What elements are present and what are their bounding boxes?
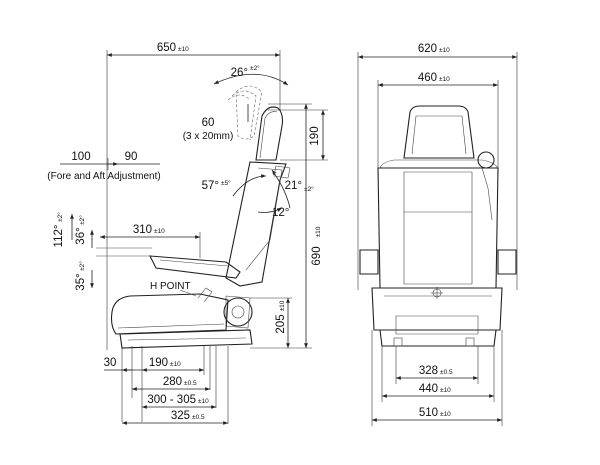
armrest-up-value: 112° (53, 225, 65, 248)
recline-angle-value: 26° (231, 67, 248, 79)
rail-300-tol: ±10 (198, 398, 209, 405)
front-view: 620 ±10 460 ±10 (357, 43, 518, 426)
headrest-adjust-value: 60 (202, 117, 215, 129)
back-angle-3-value: 12° (272, 207, 289, 219)
dim-armrest-angles: 112° ±2° 36° ±2° 35° ±2° (53, 212, 152, 291)
recline-angle-tol: ±2° (250, 64, 260, 72)
side-view: 650 ±10 26° ±2° 60 (3 x 20mm) 190 (47, 42, 328, 425)
overall-width-value: 620 (418, 43, 437, 55)
rail-280-value: 280 (163, 376, 182, 388)
dim-overall-depth: 650 ±10 (106, 42, 281, 350)
back-angle-2-tol: ±2° (304, 185, 314, 193)
rail-325-value: 325 (171, 410, 190, 422)
dim-headrest-height: 190 (268, 109, 328, 161)
armrest-up-tol: ±2° (56, 212, 64, 222)
recline-ghost-outline (227, 85, 263, 141)
back-angle-1-tol: ±5° (221, 179, 231, 187)
rail-190-tol: ±10 (170, 361, 181, 368)
back-width-value: 460 (418, 72, 437, 84)
base-width-value: 510 (419, 407, 438, 419)
base-width-tol: ±10 (440, 411, 451, 418)
back-angle-2-value: 21° (285, 180, 302, 192)
overall-height-tol: ±10 (315, 226, 322, 237)
overall-width-tol: ±10 (439, 47, 450, 54)
rail-300-value: 300 - 305 (147, 394, 196, 406)
h-point-label: H POINT (150, 281, 191, 292)
headrest-height-value: 190 (309, 126, 321, 145)
h-point-marker: H POINT (150, 281, 197, 297)
dim-armrest-length: 310 ±10 (100, 224, 201, 258)
armrest-length-value: 310 (133, 224, 152, 236)
rail-440-tol: ±10 (440, 387, 451, 394)
dim-rails-side: 30 190 ±10 280 ±0.5 300 - 305 ±10 325 ±0… (104, 346, 229, 425)
rail-325-tol: ±0.5 (192, 414, 205, 421)
dim-rails-front: 328 ±0.5 440 ±10 510 ±10 (371, 330, 503, 426)
overall-height-value: 690 (311, 246, 323, 265)
headrest-adjust-note: (3 x 20mm) (183, 131, 234, 142)
dim-back-angles: 57° ±5° 21° ±2° 12° (202, 169, 314, 219)
rail-328-tol: ±0.5 (440, 369, 453, 376)
overall-depth-tol: ±10 (178, 46, 189, 53)
armrest-down-value: 35° (75, 273, 87, 290)
dim-fore-aft: 100 90 (Fore and Aft Adjustment) (47, 151, 160, 182)
back-angle-1-value: 57° (202, 180, 219, 192)
rail-440-value: 440 (419, 383, 438, 395)
dim-back-width: 460 ±10 (377, 72, 499, 170)
back-width-tol: ±10 (439, 76, 450, 83)
dim-recline-angle: 26° ±2° (213, 64, 289, 86)
armrest-angle-value: 36° (75, 227, 87, 244)
seat-front-outline (359, 105, 517, 347)
seat-height-tol: ±10 (279, 300, 286, 311)
rail-190-value: 190 (149, 357, 168, 369)
rail-280-tol: ±0.5 (184, 380, 197, 387)
rail-328-value: 328 (419, 365, 438, 377)
dim-headrest-adjust: 60 (3 x 20mm) (183, 104, 249, 142)
fore-aft-label: (Fore and Aft Adjustment) (47, 171, 160, 182)
seat-side-outline (110, 106, 291, 349)
dim-overall-width: 620 ±10 (357, 43, 518, 290)
armrest-angle-tol: ±2° (78, 215, 86, 225)
offset-30-value: 30 (104, 357, 117, 369)
armrest-down-tol: ±2° (78, 261, 86, 271)
dim-overall-height: 690 ±10 (250, 103, 323, 349)
overall-depth-value: 650 (157, 42, 176, 54)
seat-height-value: 205 (275, 314, 287, 333)
fore-aft-value-1: 100 (71, 151, 90, 163)
dim-seat-height: 205 ±10 (250, 297, 292, 348)
armrest-length-tol: ±10 (154, 228, 165, 235)
fore-aft-value-2: 90 (125, 151, 138, 163)
